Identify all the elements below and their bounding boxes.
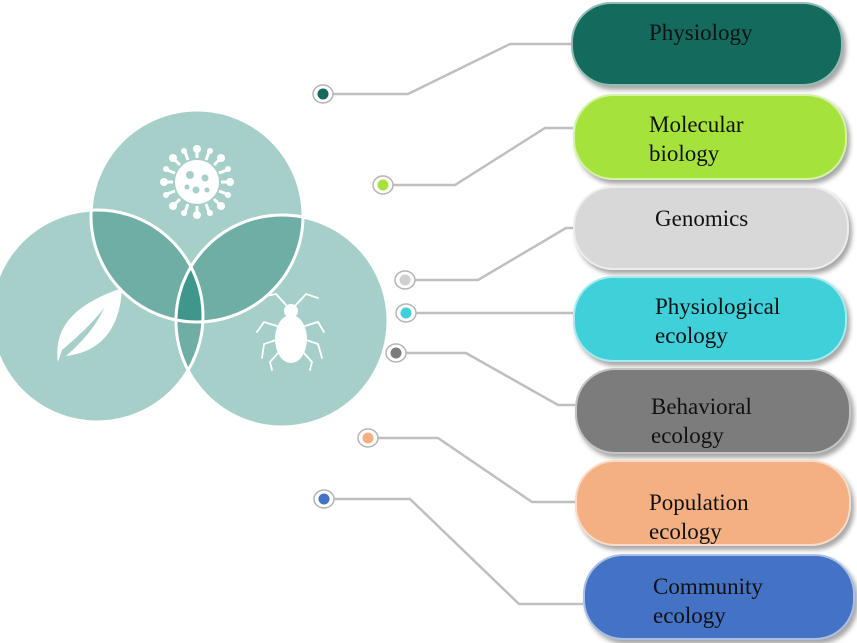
connector-dot — [357, 428, 379, 448]
topic-label-line: ecology — [649, 519, 722, 544]
topic-label-line: Genomics — [655, 206, 749, 231]
topic-label-line: ecology — [655, 323, 728, 348]
topic-label-line: Population — [649, 490, 749, 515]
topic-label-line: Molecular — [649, 112, 744, 137]
topic-label: Genomics — [655, 204, 748, 233]
connector-line — [333, 42, 571, 96]
topic-label-line: Physiology — [649, 20, 753, 45]
topic-label-line: Community — [653, 574, 763, 599]
connector-line — [415, 226, 573, 282]
connector-lines — [333, 42, 583, 606]
connector-line — [334, 497, 583, 606]
connector-dot — [394, 270, 416, 290]
topic-pill: Physiological ecology — [573, 276, 847, 362]
connector-dot — [385, 343, 407, 363]
topic-label: Population ecology — [649, 488, 749, 546]
venn-diagram — [0, 108, 390, 429]
topic-pill: Genomics — [573, 186, 849, 270]
topic-label: Molecular biology — [649, 110, 744, 168]
topic-pill: Behavioral ecology — [575, 368, 851, 454]
connector-dot — [395, 303, 417, 323]
connector-dot — [312, 84, 334, 104]
connector-line — [378, 436, 575, 504]
topic-pill: Physiology — [571, 2, 843, 86]
topic-label: Behavioral ecology — [651, 392, 752, 450]
topic-label: Physiology — [649, 18, 753, 47]
connector-line — [393, 126, 573, 187]
connector-dots — [312, 84, 417, 509]
leaf-icon — [57, 288, 122, 362]
connector-dot — [313, 489, 335, 509]
virus-icon — [160, 145, 234, 219]
topic-pill: Population ecology — [575, 460, 851, 546]
topic-label-line: Physiological — [655, 294, 781, 319]
topic-label-line: ecology — [653, 603, 726, 628]
topic-pill: Molecular biology — [573, 94, 847, 180]
topic-pill: Community ecology — [583, 554, 855, 640]
topic-label: Community ecology — [653, 572, 763, 630]
topic-label-line: Behavioral — [651, 394, 752, 419]
connector-line — [406, 351, 575, 407]
connector-dot — [372, 175, 394, 195]
aphid-icon — [256, 292, 325, 371]
topic-label: Physiological ecology — [655, 292, 780, 350]
topic-label-line: biology — [649, 141, 720, 166]
topic-label-line: ecology — [651, 423, 724, 448]
